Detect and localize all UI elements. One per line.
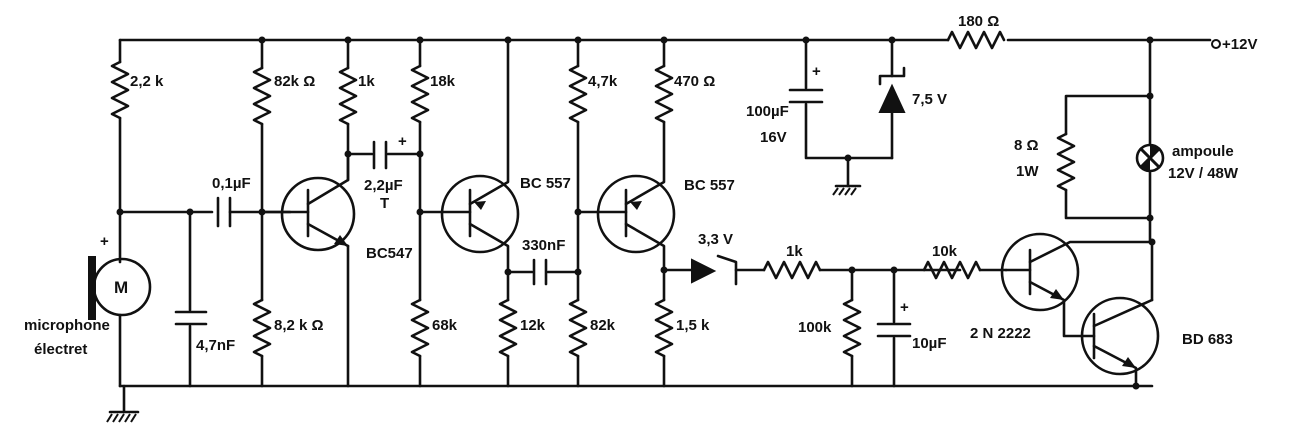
transistor-q5 (1080, 238, 1160, 390)
c6-label-value: 100µF (746, 103, 789, 120)
capacitor-c5 (876, 268, 912, 388)
zener-1-label: 3,3 V (698, 231, 733, 248)
r2-label: 82k Ω (274, 73, 315, 90)
q1-label: BC547 (366, 245, 413, 262)
resistor-r8 (654, 36, 674, 124)
r13-label: 100k (798, 319, 832, 336)
r14-label: 10k (932, 243, 958, 260)
resistor-r4 (410, 36, 430, 302)
resistor-r13 (842, 268, 862, 388)
transistor-q4 (1000, 232, 1154, 338)
r16-label-power: 1W (1016, 163, 1039, 180)
q4-label: 2 N 2222 (970, 325, 1031, 342)
capacitor-c3 (346, 140, 424, 170)
c3-label-type: T (380, 195, 389, 212)
ground-symbol-2 (832, 184, 862, 196)
c4-label: 330nF (522, 237, 565, 254)
r15-label: 180 Ω (958, 13, 999, 30)
zener-diode-d1 (662, 254, 766, 286)
transistor-q1 (260, 154, 356, 252)
lamp-label-line1: ampoule (1172, 143, 1234, 160)
microphone (88, 38, 152, 423)
positive-rail (118, 38, 1221, 49)
c2-label: 4,7nF (196, 337, 235, 354)
c3-label-value: 2,2µF (364, 177, 403, 194)
q3-label: BC 557 (684, 177, 735, 194)
lamp-label-line2: 12V / 48W (1168, 165, 1239, 182)
r9-label: 12k (520, 317, 546, 334)
r8-label: 470 Ω (674, 73, 715, 90)
resistor-r15 (946, 30, 1006, 50)
microphone-symbol: M (114, 278, 128, 297)
r4-label: 18k (430, 73, 456, 90)
microphone-label-line1: microphone (24, 317, 110, 334)
r5-label: 8,2 k Ω (274, 317, 324, 334)
transistor-q2 (418, 36, 520, 274)
r12-label: 1k (786, 243, 803, 260)
capacitor-c6 (788, 36, 894, 196)
r16-label-value: 8 Ω (1014, 137, 1039, 154)
r6-label: 68k (432, 317, 458, 334)
ground-symbol (106, 410, 140, 423)
microphone-label-line2: électret (34, 341, 87, 358)
capacitor-c4 (506, 258, 582, 286)
resistor-r7 (568, 36, 588, 302)
c3-plus: + (398, 133, 407, 150)
transistor-q3 (576, 120, 676, 302)
lamp-circuit (1056, 36, 1154, 244)
r7-label: 4,7k (588, 73, 618, 90)
zener-2-label: 7,5 V (912, 91, 947, 108)
r1-label: 2,2 k (130, 73, 164, 90)
c6-plus: + (812, 63, 821, 80)
c5-label: 10µF (912, 335, 947, 352)
resistor-r6 (410, 298, 430, 388)
zener-diode-d2 (878, 36, 906, 160)
q5-label: BD 683 (1182, 331, 1233, 348)
resistor-r3 (338, 36, 358, 388)
lamp-icon (1135, 143, 1165, 173)
supply-label: +12V (1222, 36, 1257, 53)
r10-label: 82k (590, 317, 616, 334)
q2-label: BC 557 (520, 175, 571, 192)
c1-label: 0,1µF (212, 175, 251, 192)
r3-label: 1k (358, 73, 375, 90)
c6-label-voltage: 16V (760, 129, 787, 146)
resistor-r10 (568, 298, 588, 388)
capacitor-c2 (174, 208, 208, 388)
c5-plus: + (900, 299, 909, 316)
microphone-plus: + (100, 233, 109, 250)
resistor-r9 (498, 268, 518, 388)
r11-label: 1,5 k (676, 317, 710, 334)
